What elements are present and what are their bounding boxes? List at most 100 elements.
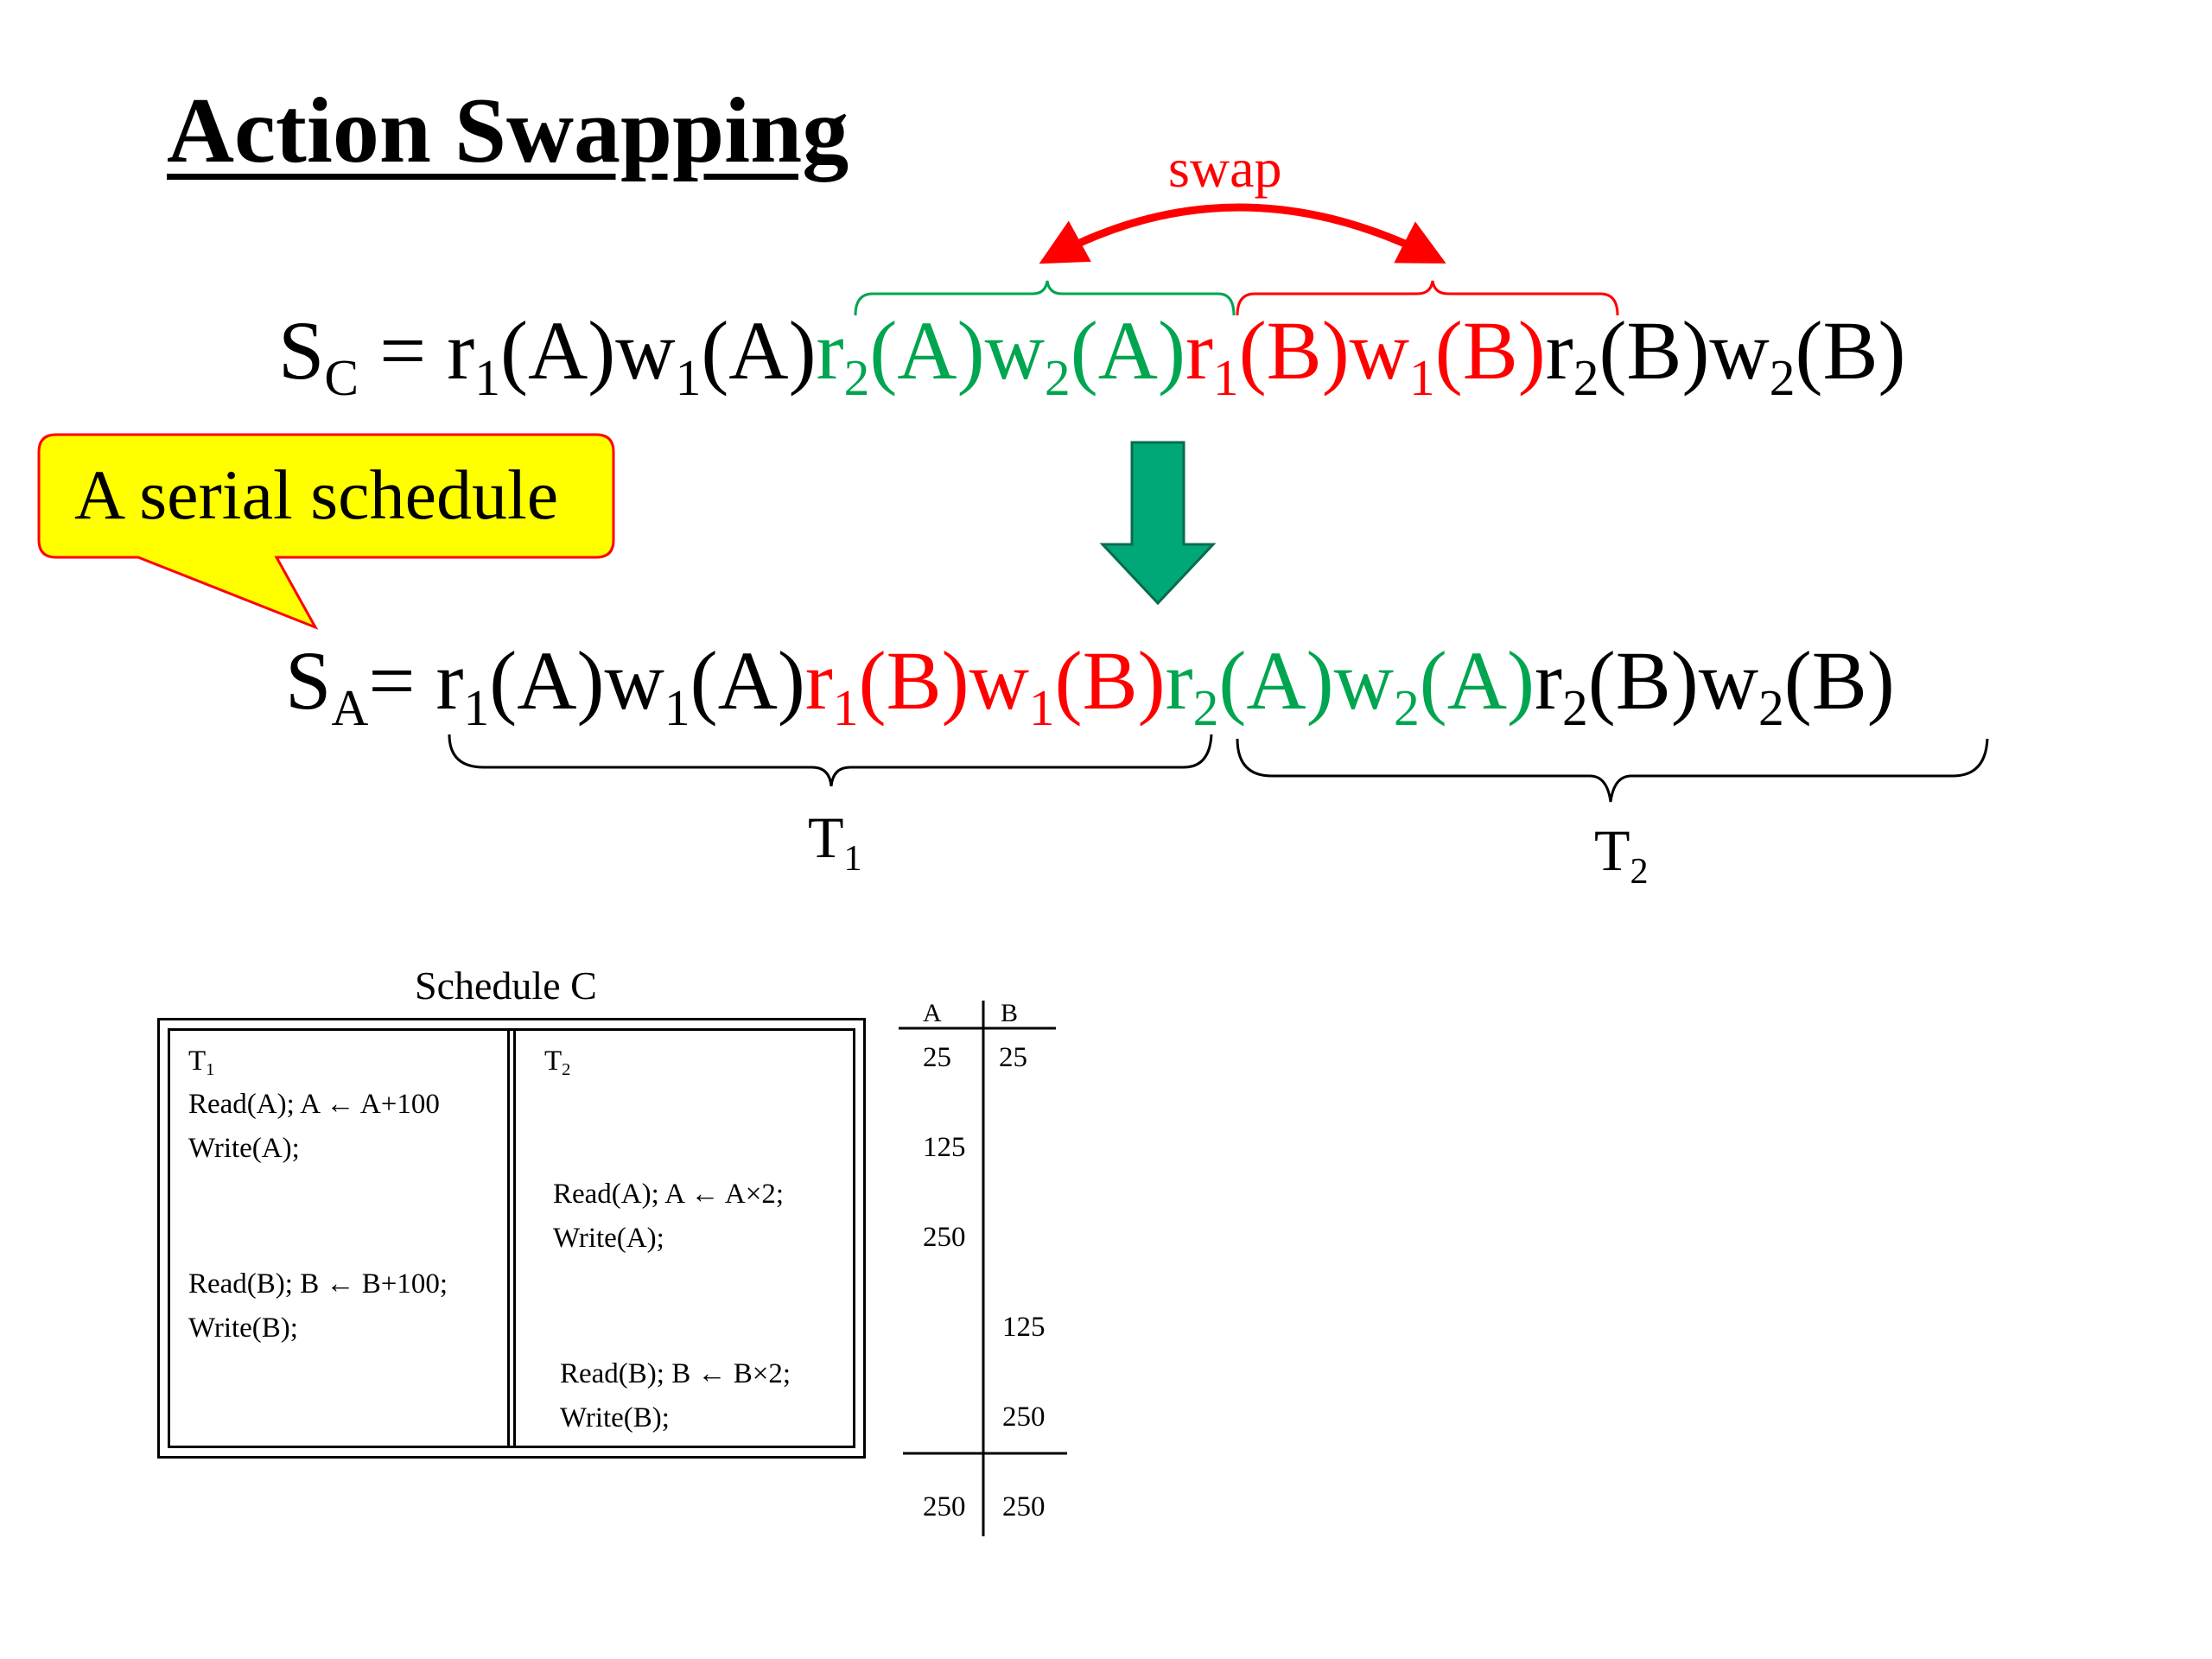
t2-label: T2 — [1594, 821, 1649, 889]
col2-header: T2 — [544, 1046, 570, 1079]
t1-label-sub: 1 — [843, 837, 862, 879]
schedule-operation: w1(B) — [969, 634, 1166, 734]
t2-label-main: T — [1594, 817, 1630, 883]
t1-label: T1 — [808, 808, 862, 876]
col1-header-main: T — [188, 1046, 207, 1077]
eq-sign: = — [359, 304, 448, 397]
green-brace — [854, 280, 1236, 316]
operation-item: (B) — [1434, 304, 1546, 397]
operation-item: (A) — [489, 634, 605, 727]
schedule-operation: r1(B) — [804, 634, 969, 734]
values-header-a: A — [923, 999, 942, 1027]
operation-type: w — [969, 634, 1029, 727]
operation-item: (B) — [858, 634, 969, 727]
schedule-operation: w2(B) — [1709, 304, 1906, 404]
eq-lhs-sub: C — [324, 349, 359, 407]
operation-transaction: 1 — [675, 349, 702, 407]
operation-transaction: 1 — [463, 679, 490, 737]
operation-transaction: 2 — [1393, 679, 1420, 737]
callout-bubble — [37, 433, 615, 630]
schedule-operation: w2(B) — [1698, 634, 1895, 734]
operation-transaction: 2 — [1561, 679, 1588, 737]
values-header-b: B — [1001, 999, 1019, 1027]
schedule-table — [157, 1018, 866, 1459]
operation-type: r — [1535, 634, 1562, 727]
value-a: 125 — [923, 1132, 966, 1163]
eq-lhs: S — [285, 634, 332, 727]
value-b-final: 250 — [1002, 1491, 1046, 1522]
slide-title: Action Swapping — [167, 79, 849, 182]
col2-header-main: T — [544, 1046, 563, 1077]
t1-line: Write(B); — [188, 1313, 298, 1344]
operation-item: (A) — [1070, 304, 1185, 397]
operation-type: w — [1349, 304, 1409, 397]
operation-transaction: 1 — [664, 679, 690, 737]
t2-line: Write(A); — [553, 1223, 664, 1254]
operation-item: (B) — [1599, 304, 1710, 397]
operation-type: w — [1333, 634, 1394, 727]
operation-type: r — [816, 304, 844, 397]
operation-type: r — [1185, 304, 1213, 397]
schedule-table-inner — [168, 1028, 855, 1448]
operation-transaction: 1 — [474, 349, 500, 407]
value-b: 250 — [1002, 1402, 1046, 1433]
operation-transaction: 2 — [1758, 679, 1784, 737]
operation-type: r — [447, 304, 475, 397]
t2-brace — [1236, 738, 1989, 803]
t1-brace — [448, 734, 1213, 787]
operation-type: r — [804, 634, 833, 727]
schedule-operation: w1(A) — [604, 634, 805, 734]
schedule-operation: r2(B) — [1545, 304, 1710, 404]
eq-lhs: S — [278, 304, 325, 397]
col1-header-sub: 1 — [206, 1060, 215, 1080]
column-separator — [507, 1031, 516, 1446]
operation-type: w — [1698, 634, 1759, 727]
schedule-operation: r1(A) — [435, 634, 605, 734]
operation-item: (B) — [1587, 634, 1699, 727]
operation-item: (A) — [1419, 634, 1535, 727]
operation-transaction: 2 — [1192, 679, 1219, 737]
t1-line: Read(A); A ← A+100 — [188, 1089, 440, 1120]
operation-transaction: 1 — [832, 679, 859, 737]
t1-label-main: T — [808, 804, 844, 870]
operation-type: r — [1165, 634, 1193, 727]
operation-item: (A) — [690, 634, 805, 727]
schedule-operation: w2(A) — [985, 304, 1185, 404]
operation-type: r — [435, 634, 464, 727]
schedule-a-equation: SA= r1(A)w1(A)r1(B)w1(B)r2(A)w2(A)r2(B)w… — [285, 639, 1895, 734]
schedule-operation: r2(A) — [816, 304, 985, 404]
value-a: 250 — [923, 1222, 966, 1253]
schedule-operation: r1(A) — [447, 304, 615, 404]
t2-label-sub: 2 — [1630, 850, 1649, 892]
schedule-operation: w2(A) — [1333, 634, 1535, 734]
schedule-operation: r2(A) — [1165, 634, 1334, 734]
schedule-operation: w1(B) — [1349, 304, 1546, 404]
value-b: 125 — [1002, 1312, 1046, 1343]
schedule-c-equation: SC = r1(A)w1(A)r2(A)w2(A)r1(B)w1(B)r2(B)… — [278, 309, 1905, 404]
value-a-final: 250 — [923, 1491, 966, 1522]
t2-line: Write(B); — [560, 1402, 670, 1433]
t1-line: Read(B); B ← B+100; — [188, 1268, 448, 1300]
operation-item: (A) — [869, 304, 985, 397]
schedule-caption: Schedule C — [415, 963, 597, 1007]
eq-ops: r1(A)w1(A)r2(A)w2(A)r1(B)w1(B)r2(B)w2(B) — [447, 304, 1906, 404]
operation-type: w — [604, 634, 664, 727]
operation-transaction: 1 — [1212, 349, 1239, 407]
operation-type: r — [1545, 304, 1573, 397]
value-b-initial: 25 — [999, 1042, 1027, 1073]
col1-header: T1 — [188, 1046, 215, 1080]
operation-item: (B) — [1795, 304, 1906, 397]
operation-item: (A) — [1218, 634, 1334, 727]
t1-line: Write(A); — [188, 1133, 300, 1164]
swap-label: swap — [1168, 137, 1282, 199]
operation-item: (B) — [1054, 634, 1166, 727]
eq-lhs-sub: A — [331, 679, 369, 737]
callout-text: A serial schedule — [74, 455, 559, 534]
operation-transaction: 1 — [1408, 349, 1435, 407]
operation-transaction: 2 — [1573, 349, 1599, 407]
operation-transaction: 2 — [1044, 349, 1071, 407]
schedule-operation: r1(B) — [1185, 304, 1350, 404]
operation-item: (B) — [1783, 634, 1895, 727]
operation-item: (B) — [1238, 304, 1350, 397]
